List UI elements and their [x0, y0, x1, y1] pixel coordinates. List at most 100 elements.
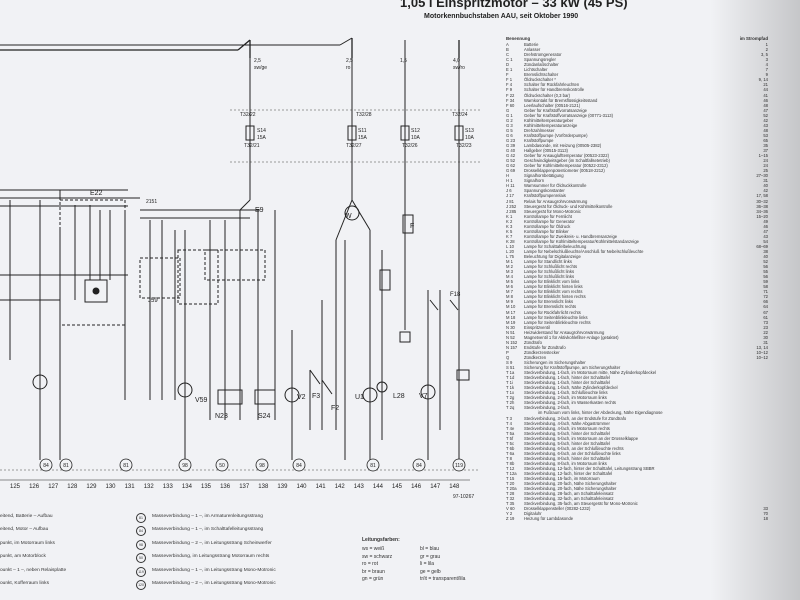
legend-path: 10–12 — [756, 349, 768, 355]
legend-desc: Zündtrafo — [524, 339, 542, 345]
legend-code: T 12a — [506, 471, 517, 477]
legend-desc: Zündkerzenstecker — [524, 349, 560, 355]
legend-desc: Beleuchtung für Digitalanzeige — [524, 254, 581, 260]
legend-path: 37 — [763, 148, 768, 154]
path-number: 127 — [48, 484, 59, 490]
legend-path: 52 — [763, 259, 768, 265]
legend-code: T 1k — [506, 385, 515, 391]
legend-code: F 60 — [506, 102, 515, 108]
path-number: 135 — [201, 484, 212, 490]
legend-path: 49 — [763, 218, 768, 224]
legend-desc: Steckverbindung, 15-fach, im Motorraum — [524, 476, 600, 482]
legend-heading-left: Benennung — [506, 36, 531, 41]
legend-code: N 157 — [506, 344, 518, 350]
legend-desc: Kontrollampe für Fernlicht — [524, 213, 572, 219]
legend-code: E 1 — [506, 67, 513, 73]
legend-desc: Schalter für Handbremskontrolle — [524, 87, 585, 93]
component-f: F — [410, 223, 414, 230]
ground-point-label: 81 — [63, 463, 69, 469]
legend-desc: Warnsummer für Öldruckkontrolle — [524, 183, 587, 189]
legend-desc: Steuergerät für Öldruck- und Kühlmittelk… — [524, 203, 613, 209]
legend-code: M 4 — [506, 274, 513, 280]
legend-path: 36–38 — [756, 203, 768, 209]
legend-desc: Lampe für Seitenblinkleuchte links — [524, 314, 588, 320]
legend-desc: Steckverbindung, 5-fach, hinter der Scha… — [524, 430, 610, 436]
legend-code: S 9 — [506, 360, 513, 365]
legend-item: T 2h Steckverbindung, 2-fach, im Wasserka… — [506, 400, 768, 405]
legend-code: T 4e — [506, 425, 515, 431]
legend-desc: Warnkontakt für Bremsflüssigkeitsstand — [524, 97, 598, 103]
legend-code: T 8 — [506, 455, 512, 461]
legend-path: 3 — [765, 57, 768, 63]
ref-2151: 2151 — [146, 199, 157, 205]
legend-code: G — [506, 107, 510, 113]
legend-desc: Steckverbindung, 35-fach, am Steuergerät… — [524, 501, 638, 507]
ground-point-circle — [452, 458, 466, 472]
legend-path: 56 — [763, 264, 768, 270]
legend-code: F — [506, 72, 509, 78]
legend-desc: Heizwiderstand für Ansaugrohrvorwärmung — [524, 329, 605, 335]
legend-desc: Steckverbindung, 2-fach, — [524, 405, 571, 411]
legend-path: 34–36 — [756, 208, 768, 214]
wire-color-s13: sw/ro — [453, 65, 465, 71]
path-number: 134 — [182, 484, 193, 490]
legend-desc: Steckverbindung, 1-fach, Nähe Zylinderko… — [524, 385, 618, 391]
legend-desc: Steckverbindung, 2-fach, im Wasserkasten… — [524, 400, 617, 406]
legend-desc: Digitaluhr — [524, 511, 542, 517]
wire-color-entry: gr = grau — [420, 553, 441, 560]
component-w: W — [345, 213, 352, 220]
legend-code: M 18 — [506, 314, 516, 320]
legend-desc: Öldruckschalter (0,3 bar) — [524, 92, 571, 98]
legend-path: 23 — [763, 324, 768, 330]
legend-desc: Leerlaufschalter (00516-2121) — [524, 102, 581, 108]
path-number: 131 — [125, 484, 136, 490]
legend-desc: Kühlmitteltemperaturanzeige — [524, 122, 578, 128]
ground-point-icon: 50 — [136, 553, 146, 564]
legend-desc: Drosselklappensteller (00282-1232) — [524, 506, 591, 512]
legend-path: 43 — [763, 233, 768, 239]
legend-path: 15–20 — [756, 213, 768, 219]
ground-point-label: 84 — [296, 463, 302, 469]
path-number: 132 — [144, 484, 155, 490]
legend-code: G 39 — [506, 142, 516, 148]
legend-desc: Geber für Kraftstoffvorratsanzeige — [524, 107, 587, 113]
legend-code: N 52 — [506, 334, 515, 340]
legend-desc: Steckverbindung, 1-fach, hinter der Scha… — [524, 375, 610, 381]
legend-code: M 8 — [506, 294, 513, 300]
legend-code: N 51 — [506, 329, 515, 335]
legend-code: T 2h — [506, 400, 515, 406]
ground-point-icon: 119 — [136, 566, 146, 577]
legend-desc: Steckverbindung, 20-fach, Nähe Sicherung… — [524, 486, 617, 492]
legend-code: J 17 — [506, 193, 514, 199]
legend-code: C 1 — [506, 57, 513, 63]
legend-desc: Steckverbindung, 12-fach, hinter der Sch… — [524, 471, 613, 477]
component-l28: L28 — [393, 393, 405, 400]
ground-legend-left: ounkt, Kofferraum links — [0, 581, 49, 586]
legend-desc: Lampe für Schlußlicht links — [524, 269, 575, 275]
path-number: 126 — [29, 484, 40, 490]
fuse-s12-t: T32/26 — [402, 143, 418, 149]
legend-path: 53 — [763, 132, 768, 138]
legend-desc: Zündanlaßschalter — [524, 62, 559, 68]
legend-path: 3, 5 — [761, 52, 768, 58]
legend-code: F 9 — [506, 87, 513, 93]
